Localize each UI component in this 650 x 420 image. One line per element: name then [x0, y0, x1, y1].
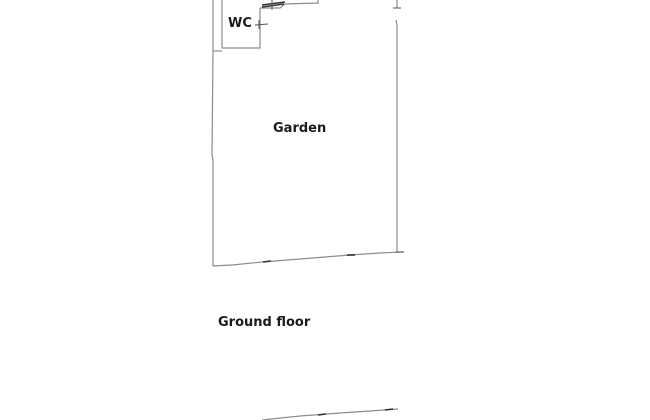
door-fixture-top	[261, 1, 286, 6]
bottom-fixture-1	[262, 260, 272, 263]
next-floor-fixture-2	[384, 408, 394, 411]
garden-bottom-wall	[212, 251, 404, 267]
door-fixture-top-2	[261, 3, 285, 8]
garden-left-wall	[211, 0, 214, 266]
top-wall	[260, 0, 319, 9]
next-floor-fixture-1	[317, 413, 327, 416]
wc-tick	[254, 23, 269, 26]
room-label-garden: Garden	[273, 121, 327, 136]
next-floor-edge	[261, 408, 399, 420]
garden-right-wall	[395, 19, 398, 252]
floor-title: Ground floor	[218, 315, 311, 330]
room-label-wc: WC	[228, 16, 252, 31]
wc-wall	[221, 0, 261, 49]
